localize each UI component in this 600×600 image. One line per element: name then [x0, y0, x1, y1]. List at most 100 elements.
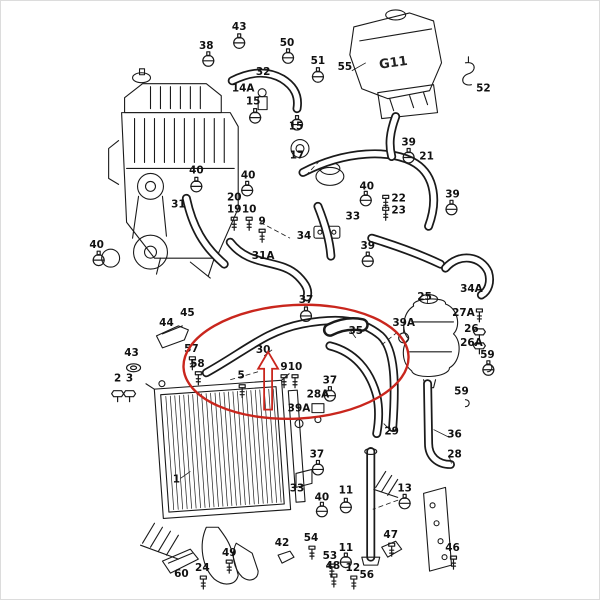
part-label-26: 26 [464, 323, 479, 335]
part-label-43: 43 [232, 21, 247, 33]
part-label-27A: 27A [452, 307, 476, 319]
part-label-11: 11 [339, 484, 354, 496]
part-label-32: 32 [256, 66, 271, 78]
part-label-10: 10 [242, 203, 257, 215]
clamp-11a [339, 497, 352, 514]
screw-9 [258, 228, 266, 243]
part-label-37: 37 [310, 448, 325, 460]
part-label-17: 17 [290, 149, 305, 161]
part-label-19: 19 [227, 203, 242, 215]
pipe-36 [424, 380, 454, 468]
part-label-33: 33 [346, 210, 361, 222]
part-label-21: 21 [419, 150, 434, 162]
grommet-43 [125, 363, 142, 373]
screw-27A [475, 308, 483, 323]
clamp-38 [202, 51, 215, 67]
part-label-49: 49 [222, 547, 237, 559]
hook-52 [462, 56, 475, 86]
part-label-11: 11 [339, 542, 354, 554]
part-label-36: 36 [447, 429, 462, 441]
hose-29 [327, 343, 382, 437]
part-label-28A: 28A [307, 389, 331, 401]
part-label-25: 25 [417, 291, 432, 303]
part-label-59: 59 [480, 349, 495, 361]
screw-12 [350, 575, 358, 590]
part-label-43: 43 [124, 347, 139, 359]
part-label-37: 37 [299, 294, 314, 306]
highlight-arrow-up [256, 350, 280, 411]
part-label-48: 48 [326, 560, 341, 572]
part-label-26A: 26A [460, 337, 484, 349]
hose-34 [315, 203, 334, 259]
screw-49 [225, 559, 233, 574]
part-label-53: 53 [323, 550, 338, 562]
highlight-annotation [182, 303, 410, 421]
screw-19 [230, 216, 238, 231]
part-label-15: 15 [246, 96, 261, 108]
radiator [145, 373, 292, 519]
flange-28A [311, 403, 325, 424]
tank-print-label: G11 [378, 54, 408, 73]
radiator-core [165, 388, 282, 511]
part-label-60: 60 [174, 568, 189, 580]
hatch-marks-left [139, 522, 179, 560]
leader-lines [180, 62, 452, 510]
bracket-60 [161, 548, 199, 574]
part-label-58: 58 [190, 358, 205, 370]
hose-32 [229, 70, 301, 112]
part-label-23: 23 [391, 204, 406, 216]
part-label-40: 40 [360, 180, 375, 192]
part-label-38: 38 [199, 40, 214, 52]
part-label-39: 39 [360, 240, 375, 252]
part-label-40: 40 [315, 491, 330, 503]
clamp-51 [311, 67, 325, 83]
part-label-28: 28 [447, 448, 462, 460]
part-label-44: 44 [159, 317, 174, 329]
bracket-42 [277, 550, 295, 564]
part-label-3: 3 [126, 373, 133, 385]
part-label-9: 9 [258, 215, 265, 227]
support-brackets-bottom-left [201, 526, 259, 585]
screw-10 [245, 216, 253, 231]
screw-10b [291, 374, 299, 389]
part-label-31: 31 [171, 198, 186, 210]
part-label-46: 46 [445, 542, 460, 554]
bolt-2 [111, 390, 125, 403]
clamp-39c [361, 251, 374, 268]
part-label-57: 57 [184, 343, 199, 355]
part-label-40: 40 [189, 164, 204, 176]
part-label-1: 1 [173, 473, 180, 485]
part-label-35: 35 [349, 325, 364, 337]
part-label-39A: 39A [288, 403, 312, 415]
expansion-tank: G11 [349, 9, 443, 120]
part-label-54: 54 [304, 532, 319, 544]
clamp-40b [241, 180, 254, 197]
thermostat-housing [257, 88, 345, 239]
part-label-40: 40 [241, 169, 256, 181]
part-label-10: 10 [288, 361, 303, 373]
screw-22 [382, 194, 390, 209]
part-label-22: 22 [391, 192, 406, 204]
part-label-39: 39 [445, 188, 460, 200]
clamp-37c [311, 459, 325, 476]
hose-34A [442, 255, 493, 298]
part-label-13: 13 [397, 482, 412, 494]
highlight-ellipse [182, 303, 410, 421]
bracket-44-45 [155, 325, 189, 349]
part-label-39: 39 [401, 137, 416, 149]
engine-block [101, 68, 239, 279]
part-label-12: 12 [346, 562, 361, 574]
part-label-51: 51 [311, 55, 326, 67]
part-label-2: 2 [114, 373, 121, 385]
part-label-34A: 34A [460, 283, 484, 295]
part-label-29: 29 [384, 426, 399, 438]
hose-to-34A [369, 235, 444, 267]
part-label-59: 59 [454, 386, 469, 398]
part-label-42: 42 [275, 537, 290, 549]
bracket-56 [423, 486, 453, 572]
sleeve-35 [325, 319, 367, 335]
part-label-50: 50 [280, 37, 295, 49]
part-label-40: 40 [89, 239, 104, 251]
